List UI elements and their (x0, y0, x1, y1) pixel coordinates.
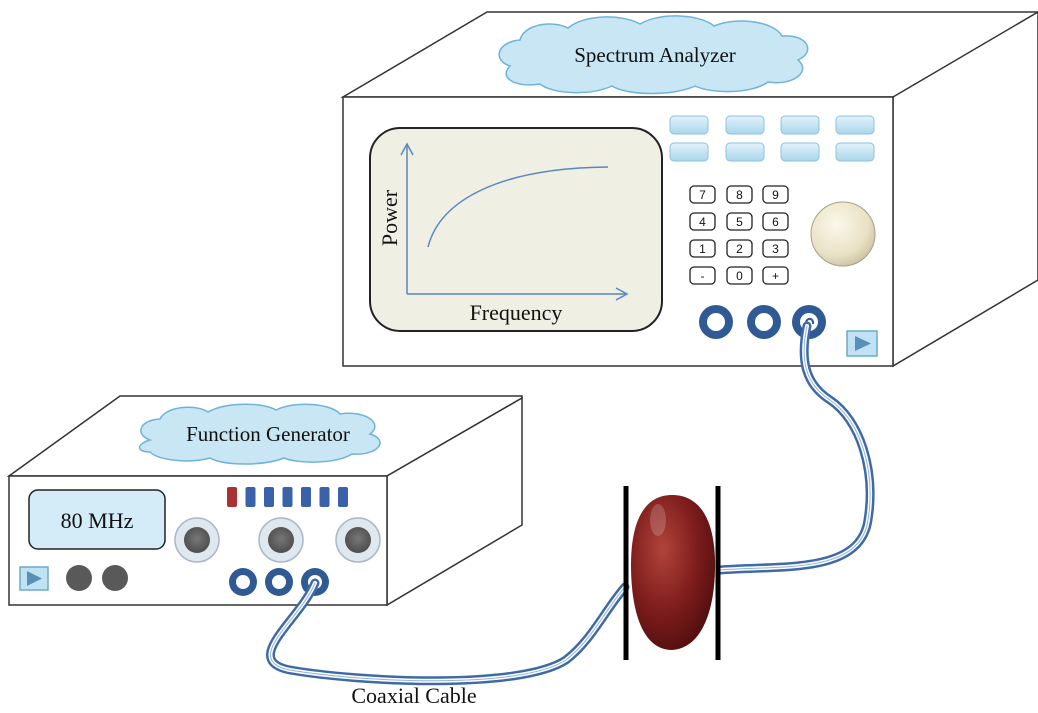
analyzer-title-cloud: Spectrum Analyzer (498, 15, 809, 95)
soft-key-button[interactable] (669, 142, 709, 162)
soft-key-button[interactable] (725, 115, 765, 135)
date-fruit-sample (631, 495, 716, 650)
soft-key-button[interactable] (780, 142, 820, 162)
play-icon (27, 571, 42, 586)
keypad-key[interactable]: 3 (762, 239, 789, 258)
rf-connector[interactable] (747, 305, 781, 339)
analyzer-soft-keys (669, 115, 875, 162)
function-generator: Function Generator 80 MHz (6, 395, 523, 607)
indicator-light (319, 487, 330, 507)
keypad-key[interactable]: + (762, 266, 789, 285)
keypad-key-label: 7 (699, 188, 706, 202)
keypad-key[interactable]: 2 (726, 239, 753, 258)
soft-key-button[interactable] (780, 115, 820, 135)
keypad-key-label: + (772, 269, 779, 283)
x-axis-arrowhead (615, 287, 629, 301)
indicator-light (282, 487, 293, 507)
keypad-key-label: 5 (736, 215, 743, 229)
rf-connector[interactable] (265, 568, 293, 596)
generator-indicators (227, 487, 348, 507)
analyzer-keypad: 7 8 9 4 5 6 1 2 3 - 0 + (689, 185, 789, 285)
keypad-key-label: 9 (772, 188, 779, 202)
keypad-key[interactable]: 1 (689, 239, 716, 258)
soft-key-button[interactable] (669, 115, 709, 135)
soft-key-button[interactable] (725, 142, 765, 162)
generator-title-cloud: Function Generator (138, 403, 381, 465)
generator-play-button[interactable] (19, 566, 49, 591)
indicator-light (245, 487, 256, 507)
spectrum-analyzer: Spectrum Analyzer Power Frequency 7 8 9 4 5 6… (340, 11, 1038, 368)
generator-knob[interactable] (335, 517, 381, 563)
analyzer-connectors (699, 305, 826, 339)
analyzer-play-button[interactable] (846, 330, 878, 357)
x-axis-label: Frequency (470, 300, 563, 325)
generator-small-knob[interactable] (66, 565, 92, 591)
keypad-key-label: 8 (736, 188, 743, 202)
cable-label: Coaxial Cable (351, 683, 476, 708)
indicator-light (301, 487, 311, 507)
keypad-key-label: - (701, 269, 705, 283)
coaxial-cables (266, 321, 875, 686)
analyzer-title: Spectrum Analyzer (574, 43, 736, 67)
indicator-light (227, 487, 237, 507)
frequency-readout: 80 MHz (61, 508, 134, 533)
generator-knob[interactable] (258, 517, 304, 563)
generator-knobs (174, 517, 381, 563)
soft-key-button[interactable] (835, 142, 875, 162)
keypad-key-label: 0 (736, 269, 743, 283)
generator-knob[interactable] (174, 517, 220, 563)
sample-holder (623, 486, 721, 660)
power-curve (427, 166, 609, 248)
soft-key-button[interactable] (835, 115, 875, 135)
analyzer-screen: Power Frequency (369, 127, 663, 332)
generator-small-knob[interactable] (102, 565, 128, 591)
keypad-key[interactable]: 7 (689, 185, 716, 204)
keypad-key-label: 1 (699, 242, 706, 256)
play-icon (855, 336, 871, 351)
y-axis-arrowhead (400, 142, 414, 156)
rf-connector[interactable] (229, 568, 257, 596)
keypad-key[interactable]: 9 (762, 185, 789, 204)
keypad-key-label: 3 (772, 242, 779, 256)
keypad-key-label: 2 (736, 242, 743, 256)
keypad-key[interactable]: 4 (689, 212, 716, 231)
generator-title: Function Generator (186, 422, 350, 446)
analyzer-tuning-knob[interactable] (810, 201, 876, 267)
y-axis-label: Power (377, 189, 402, 246)
keypad-key[interactable]: 6 (762, 212, 789, 231)
keypad-key[interactable]: 0 (726, 266, 753, 285)
keypad-key[interactable]: - (689, 266, 716, 285)
keypad-key[interactable]: 8 (726, 185, 753, 204)
keypad-key-label: 4 (699, 215, 706, 229)
keypad-key-label: 6 (772, 215, 779, 229)
indicator-light (338, 487, 348, 507)
rf-connector[interactable] (699, 305, 733, 339)
generator-display: 80 MHz (28, 489, 166, 550)
sample-highlight (650, 504, 666, 536)
indicator-light (264, 487, 274, 507)
keypad-key[interactable]: 5 (726, 212, 753, 231)
